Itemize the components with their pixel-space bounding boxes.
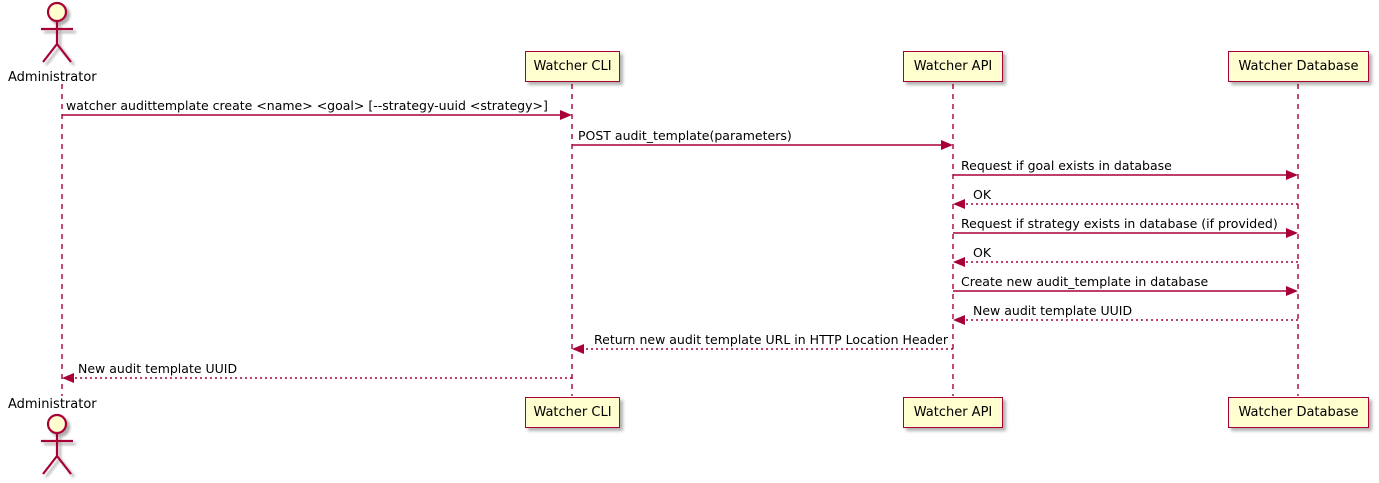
participant-label-watcher-database-bottom: Watcher Database — [1238, 405, 1359, 420]
message-label-3: Request if goal exists in database — [961, 158, 1172, 173]
message-arrow-3 — [953, 170, 1298, 180]
message-arrow-6 — [953, 257, 1298, 267]
message-label-10: New audit template UUID — [78, 361, 238, 376]
message-arrow-2 — [572, 140, 953, 150]
participant-label-watcher-cli-bottom: Watcher CLI — [533, 405, 612, 420]
participant-label-watcher-database-top: Watcher Database — [1238, 59, 1359, 74]
participant-box-watcher-database-top[interactable]: Watcher Database — [1228, 51, 1369, 82]
participant-label-watcher-api-top: Watcher API — [913, 59, 993, 74]
lifelines-group — [61, 84, 1299, 396]
message-arrows-group — [62, 110, 1298, 383]
message-label-1: watcher audittemplate create <name> <goa… — [66, 98, 548, 113]
message-label-2: POST audit_template(parameters) — [578, 128, 792, 143]
message-arrow-7 — [953, 286, 1298, 296]
actor-label-administrator-top: Administrator — [8, 70, 97, 85]
actor-label-administrator-bottom: Administrator — [8, 397, 97, 412]
actor-figure-administrator-bottom — [41, 413, 73, 475]
message-label-9: Return new audit template URL in HTTP Lo… — [594, 332, 948, 347]
participant-box-watcher-api-bottom[interactable]: Watcher API — [903, 397, 1003, 428]
message-arrow-1 — [62, 110, 572, 120]
message-label-6: OK — [973, 245, 992, 260]
participant-label-watcher-api-bottom: Watcher API — [913, 405, 993, 420]
message-arrow-10 — [62, 373, 572, 383]
participant-box-watcher-api-top[interactable]: Watcher API — [903, 51, 1003, 82]
message-arrow-4 — [953, 199, 1298, 209]
message-arrow-8 — [953, 315, 1298, 325]
message-label-5: Request if strategy exists in database (… — [961, 216, 1278, 231]
actor-figure-administrator-top — [41, 1, 73, 63]
participant-box-watcher-cli-top[interactable]: Watcher CLI — [525, 51, 620, 82]
message-label-7: Create new audit_template in database — [961, 274, 1209, 289]
message-label-4: OK — [973, 187, 992, 202]
participant-box-watcher-cli-bottom[interactable]: Watcher CLI — [525, 397, 620, 428]
message-label-8: New audit template UUID — [973, 303, 1133, 318]
participant-box-watcher-database-bottom[interactable]: Watcher Database — [1228, 397, 1369, 428]
message-arrow-9 — [572, 344, 953, 354]
participant-label-watcher-cli-top: Watcher CLI — [533, 59, 612, 74]
message-arrow-5 — [953, 228, 1298, 238]
